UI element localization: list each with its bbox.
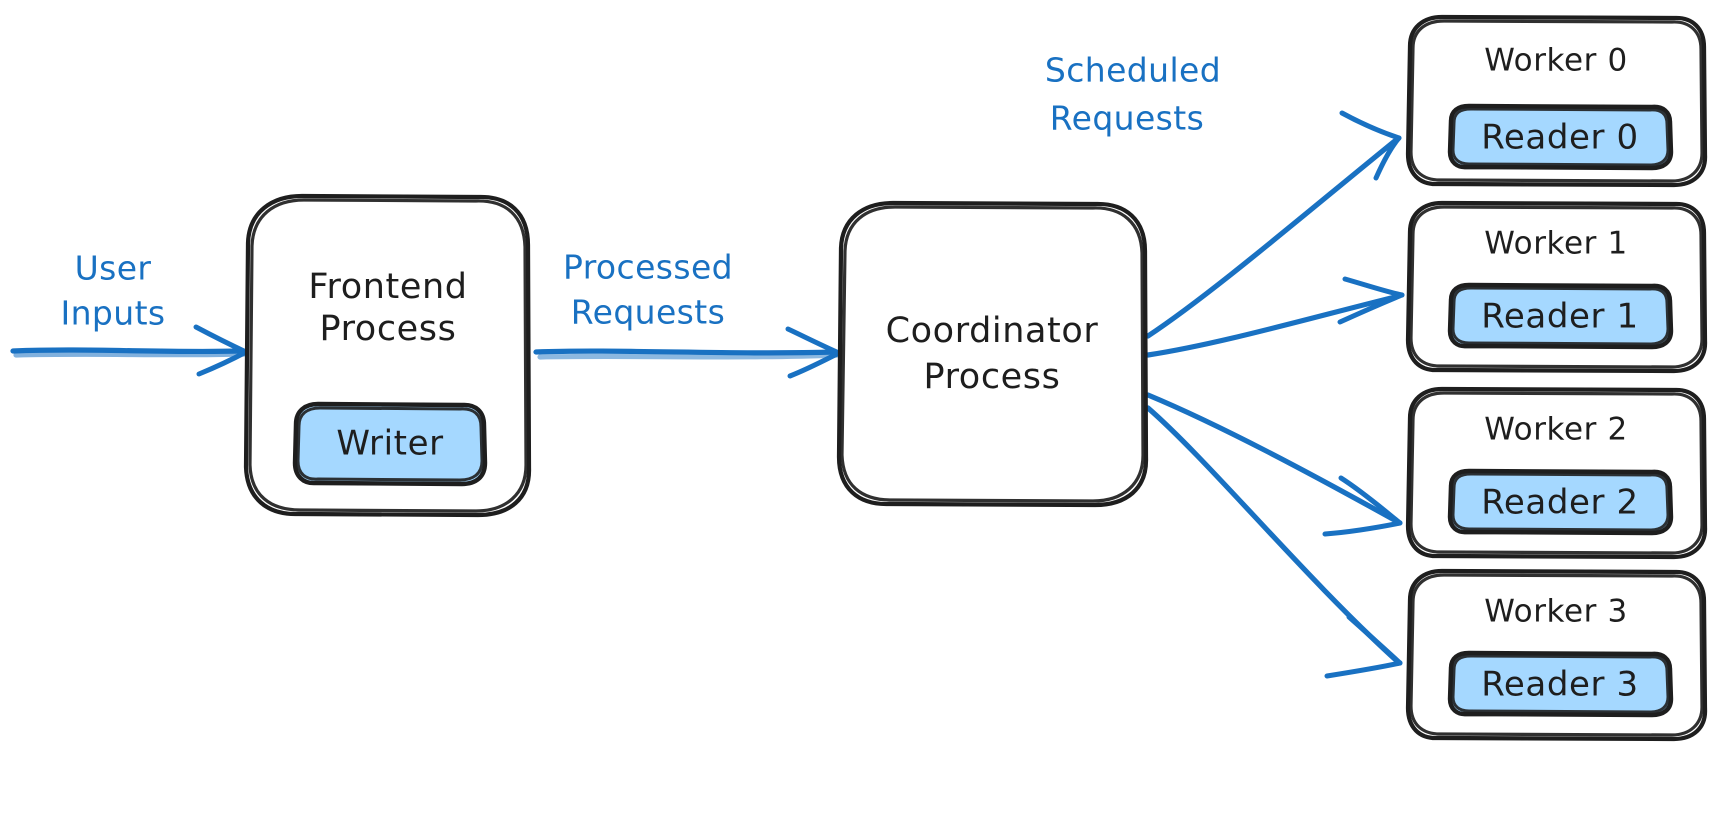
node-reader-2[interactable]: Reader 2 [1447, 468, 1674, 536]
user-inputs-label-line2: Inputs [60, 294, 165, 333]
reader-0-label: Reader 0 [1481, 118, 1639, 158]
reader-3-label: Reader 3 [1481, 665, 1639, 705]
edge-processed-requests [533, 326, 842, 379]
node-writer[interactable]: Writer [292, 401, 488, 487]
edge-user-inputs [10, 324, 249, 377]
edge-scheduled-requests-worker-3 [1145, 405, 1403, 679]
edge-scheduled-requests-worker-2 [1145, 392, 1403, 537]
node-reader-1[interactable]: Reader 1 [1447, 282, 1674, 350]
edge-label-processed-requests: Processed Requests [563, 248, 733, 332]
node-worker-0[interactable]: Worker 0 Reader 0 [1405, 14, 1708, 188]
scheduled-requests-label-line2: Requests [1050, 99, 1204, 138]
reader-1-label: Reader 1 [1481, 297, 1639, 337]
node-reader-3[interactable]: Reader 3 [1447, 650, 1674, 718]
node-coordinator-process[interactable]: Coordinator Process [836, 200, 1149, 508]
edge-label-scheduled-requests: Scheduled Requests [1045, 51, 1221, 138]
processed-requests-label-line2: Requests [571, 293, 725, 332]
edge-scheduled-requests-worker-0 [1145, 110, 1402, 339]
edge-label-user-inputs: User Inputs [60, 249, 165, 333]
worker-2-title: Worker 2 [1484, 412, 1628, 448]
frontend-process-label-line1: Frontend [308, 267, 467, 307]
scheduled-requests-label-line1: Scheduled [1045, 51, 1221, 90]
processed-requests-label-line1: Processed [563, 248, 733, 287]
coordinator-process-label-line2: Process [924, 357, 1061, 397]
worker-3-title: Worker 3 [1484, 594, 1628, 630]
node-worker-3[interactable]: Worker 3 Reader 3 [1405, 568, 1708, 742]
node-frontend-process[interactable]: Frontend Process Writer [243, 193, 532, 518]
user-inputs-label-line1: User [75, 249, 152, 288]
frontend-process-label-line2: Process [320, 309, 457, 349]
writer-label: Writer [336, 424, 443, 464]
node-worker-2[interactable]: Worker 2 Reader 2 [1405, 386, 1708, 560]
reader-2-label: Reader 2 [1481, 483, 1639, 523]
worker-0-title: Worker 0 [1484, 43, 1628, 79]
node-reader-0[interactable]: Reader 0 [1447, 103, 1674, 171]
node-worker-1[interactable]: Worker 1 Reader 1 [1405, 200, 1708, 374]
worker-1-title: Worker 1 [1484, 226, 1628, 262]
coordinator-process-label-line1: Coordinator [886, 311, 1099, 351]
edge-scheduled-requests-worker-1 [1145, 276, 1405, 358]
